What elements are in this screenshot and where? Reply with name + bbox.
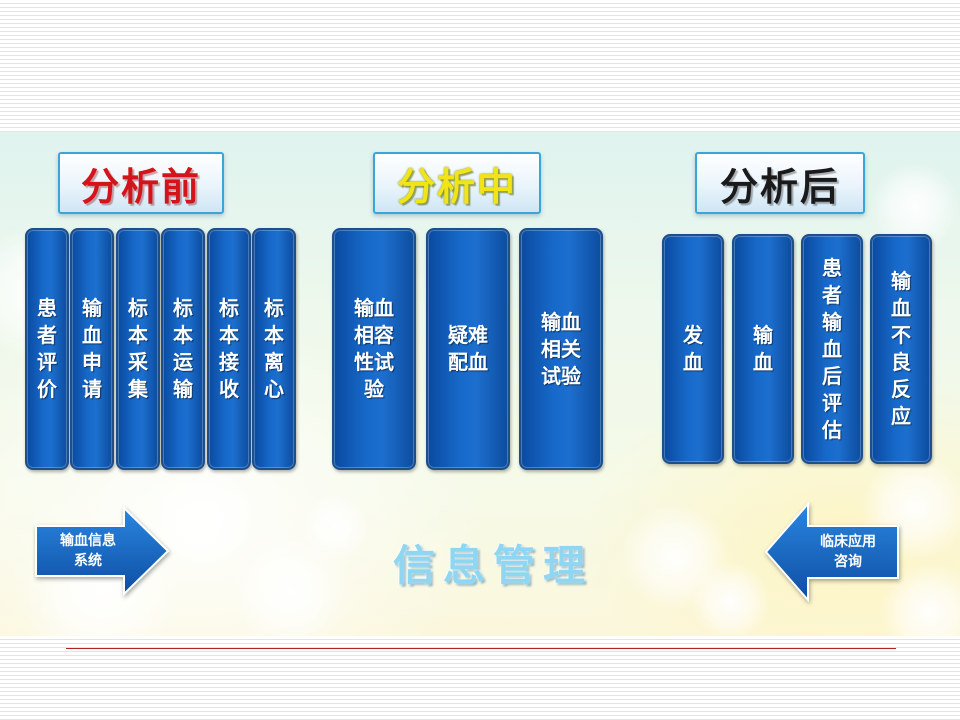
stage-mid-column: 疑难 配血 — [426, 228, 510, 470]
stage-post-column: 输血不良反应 — [870, 234, 932, 464]
stage-pre-column: 标本离心 — [252, 228, 296, 470]
stage-pre-column: 标本采集 — [116, 228, 160, 470]
flower-decoration — [690, 562, 770, 636]
left-arrow-clinical-consult: 临床应用 咨询 — [764, 502, 900, 602]
right-arrow-info-system: 输血信息 系统 — [34, 506, 170, 596]
stage-title-pre: 分析前 — [58, 152, 224, 214]
right-arrow-icon — [35, 506, 170, 596]
column-label: 患者评价 — [37, 296, 57, 401]
column-label: 输血 相容 性试 验 — [354, 296, 394, 401]
column-label: 输血不良反应 — [891, 269, 911, 428]
flower-decoration — [150, 462, 260, 572]
column-label: 疑难 配血 — [448, 323, 488, 374]
column-label: 输血申请 — [82, 296, 102, 401]
column-label: 标本离心 — [264, 296, 284, 401]
arrow-label: 临床应用 咨询 — [820, 534, 876, 570]
striped-background-bottom — [0, 636, 960, 720]
column-label: 标本运输 — [173, 296, 193, 401]
divider-line — [66, 648, 896, 649]
column-label: 标本采集 — [128, 296, 148, 401]
striped-background-top — [0, 0, 960, 132]
column-label: 标本接收 — [219, 296, 239, 401]
column-label: 患者输血后评估 — [822, 255, 842, 442]
stage-title-post: 分析后 — [695, 152, 865, 214]
stage-pre-column: 标本运输 — [161, 228, 205, 470]
arrow-label: 输血信息 系统 — [60, 533, 116, 569]
left-arrow-icon — [764, 502, 899, 602]
stage-pre-column: 输血申请 — [70, 228, 114, 470]
stage-mid-column: 输血 相关 试验 — [519, 228, 603, 470]
column-label: 发 血 — [683, 323, 703, 374]
stage-title-mid: 分析中 — [373, 152, 541, 214]
column-label: 输血 相关 试验 — [541, 309, 581, 388]
stage-post-column: 患者输血后评估 — [801, 234, 863, 464]
stage-post-column: 发 血 — [662, 234, 724, 464]
stage-mid-column: 输血 相容 性试 验 — [332, 228, 416, 470]
column-label: 输 血 — [753, 323, 773, 374]
stage-pre-column: 标本接收 — [207, 228, 251, 470]
stage-pre-column: 患者评价 — [25, 228, 69, 470]
flower-decoration — [300, 492, 370, 562]
stage-post-column: 输 血 — [732, 234, 794, 464]
center-title: 信息管理 — [392, 541, 593, 590]
